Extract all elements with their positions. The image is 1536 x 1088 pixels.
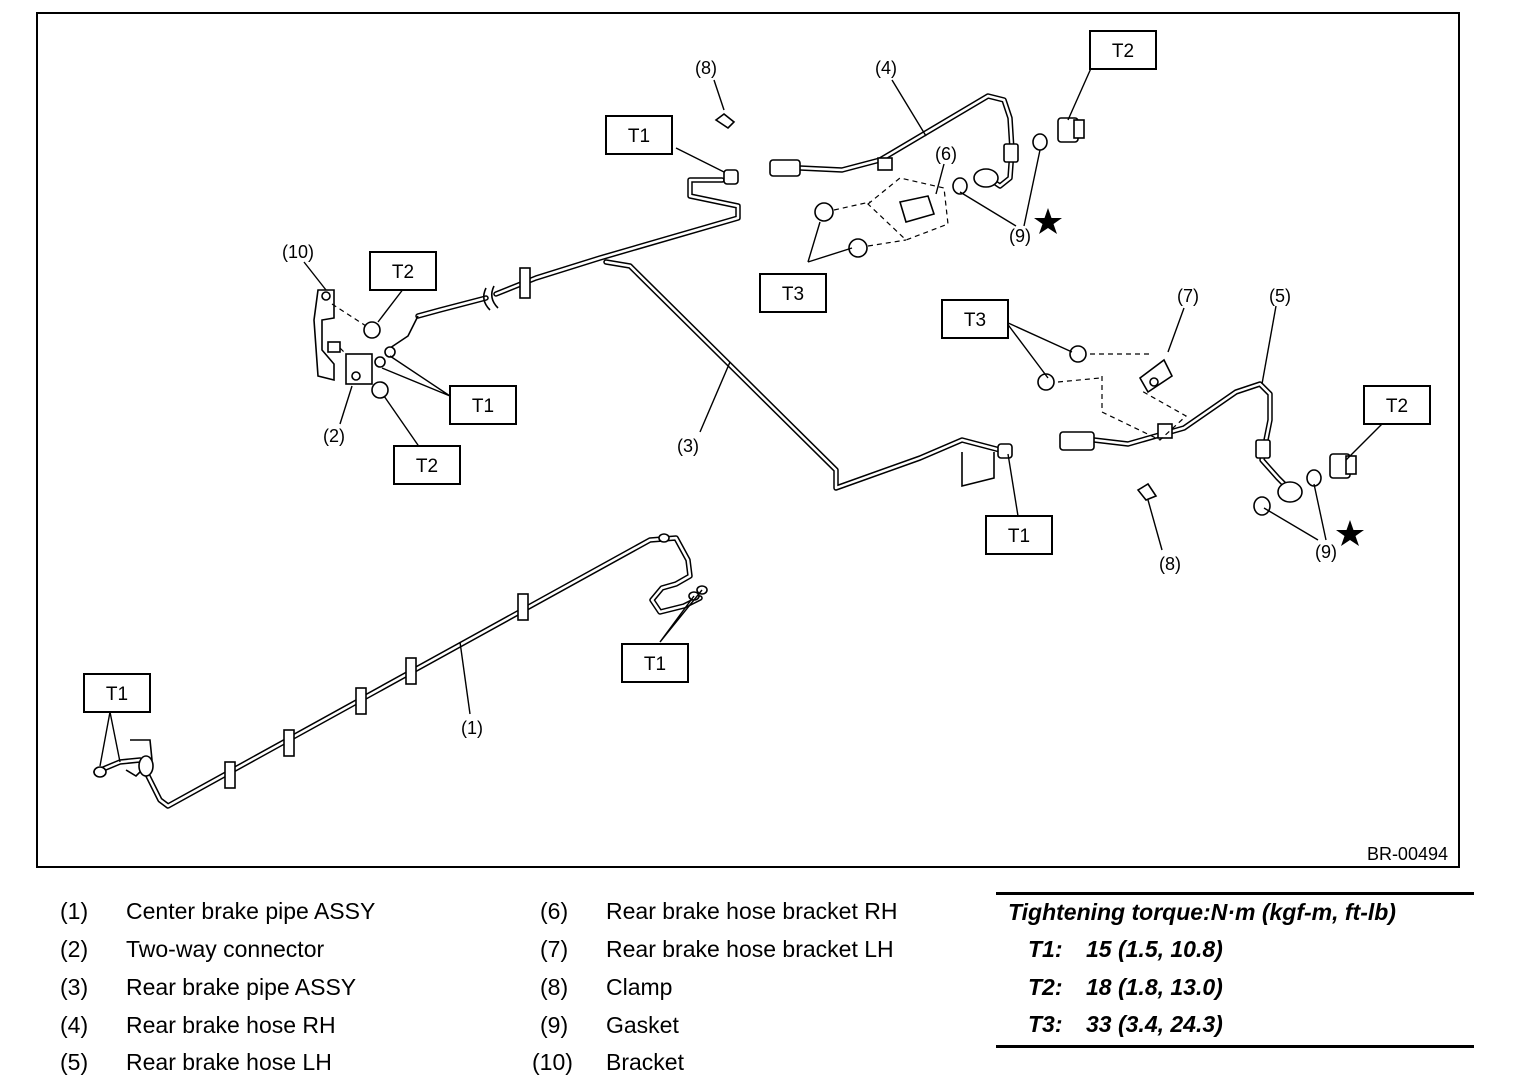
torque-code: T1: (1028, 936, 1063, 962)
star-mark-rh (1034, 208, 1062, 234)
torque-code-label: T1 (628, 126, 650, 147)
callout-8-lh: (8) (1159, 554, 1181, 574)
callout-4: (4) (875, 58, 897, 78)
torque-row: T1: 15 (1.5, 10.8) (1028, 936, 1223, 963)
callout-9-lh: (9) (1315, 542, 1337, 562)
callout-8-rh: (8) (695, 58, 717, 78)
torque-box-t1-center: T1 (621, 643, 689, 683)
torque-value: 18 (1.8, 13.0) (1086, 974, 1223, 1000)
rear-brake-pipe-assy (389, 177, 1003, 491)
callout-2: (2) (323, 426, 345, 446)
bracket-and-two-way-connector (313, 289, 396, 399)
torque-code-label: T1 (472, 396, 494, 417)
legend: (1) Center brake pipe ASSY (2) Two-way c… (0, 890, 1536, 1088)
legend-name: Rear brake hose bracket LH (606, 936, 894, 962)
legend-name: Two-way connector (126, 936, 325, 962)
torque-box-t2-bracket: T2 (369, 251, 437, 291)
torque-table: Tightening torque:N·m (kgf-m, ft-lb) T1:… (996, 892, 1474, 1048)
torque-code-label: T3 (964, 310, 986, 331)
legend-number: (4) (60, 1012, 89, 1038)
figure-id: BR-00494 (1367, 844, 1448, 864)
legend-name: Clamp (606, 974, 673, 1000)
legend-name: Center brake pipe ASSY (126, 898, 376, 924)
callout-5: (5) (1269, 286, 1291, 306)
torque-table-title: Tightening torque:N·m (kgf-m, ft-lb) (1008, 899, 1396, 925)
torque-box-t1-front: T1 (83, 673, 151, 713)
legend-name: Bracket (606, 1049, 684, 1075)
torque-code-label: T3 (782, 284, 804, 305)
legend-number: (9) (540, 1012, 569, 1038)
callout-3: (3) (677, 436, 699, 456)
diagram-frame (36, 12, 1460, 868)
torque-code-label: T2 (1112, 41, 1134, 62)
center-brake-pipe-assy (93, 533, 708, 809)
torque-box-t2-rh: T2 (1089, 30, 1157, 70)
torque-box-t3-rh: T3 (759, 273, 827, 313)
torque-code-label: T2 (392, 262, 414, 283)
torque-code-label: T1 (644, 654, 666, 675)
torque-box-t2-connector: T2 (393, 445, 461, 485)
legend-number: (1) (60, 898, 89, 924)
torque-code: T2: (1028, 974, 1063, 1000)
legend-number: (8) (540, 974, 569, 1000)
torque-value: 33 (3.4, 24.3) (1086, 1011, 1223, 1037)
torque-code-label: T2 (416, 456, 438, 477)
torque-code-label: T2 (1386, 396, 1408, 417)
rear-brake-hose-lh (997, 345, 1357, 516)
legend-name: Rear brake hose RH (126, 1012, 336, 1038)
torque-code-label: T1 (1008, 526, 1030, 547)
legend-name: Gasket (606, 1012, 679, 1038)
legend-number: (10) (532, 1049, 573, 1075)
legend-name: Rear brake hose LH (126, 1049, 332, 1075)
callout-6: (6) (935, 144, 957, 164)
callout-9-rh: (9) (1009, 226, 1031, 246)
torque-box-t2-lh: T2 (1363, 385, 1431, 425)
torque-box-t1-connector: T1 (449, 385, 517, 425)
legend-number: (3) (60, 974, 89, 1000)
torque-box-t1-rh: T1 (605, 115, 673, 155)
torque-box-t3-lh: T3 (941, 299, 1009, 339)
star-mark-lh (1336, 520, 1364, 546)
callout-7: (7) (1177, 286, 1199, 306)
torque-row: T2: 18 (1.8, 13.0) (1028, 974, 1223, 1001)
leader-lines (99, 65, 1385, 767)
legend-number: (5) (60, 1049, 89, 1075)
torque-value: 15 (1.5, 10.8) (1086, 936, 1223, 962)
legend-number: (2) (60, 936, 89, 962)
legend-number: (6) (540, 898, 569, 924)
torque-code: T3: (1028, 1011, 1063, 1037)
legend-number: (7) (540, 936, 569, 962)
callout-1: (1) (461, 718, 483, 738)
rear-brake-hose-rh (714, 93, 1085, 258)
torque-code-label: T1 (106, 684, 128, 705)
torque-row: T3: 33 (3.4, 24.3) (1028, 1011, 1223, 1038)
legend-name: Rear brake hose bracket RH (606, 898, 898, 924)
brake-line-diagram: T2 T1 T3 T2 T1 T2 T3 T2 T1 T1 T1 (8) (4 (83, 30, 1448, 864)
torque-box-t1-lh: T1 (985, 515, 1053, 555)
legend-name: Rear brake pipe ASSY (126, 974, 357, 1000)
callout-10: (10) (282, 242, 314, 262)
